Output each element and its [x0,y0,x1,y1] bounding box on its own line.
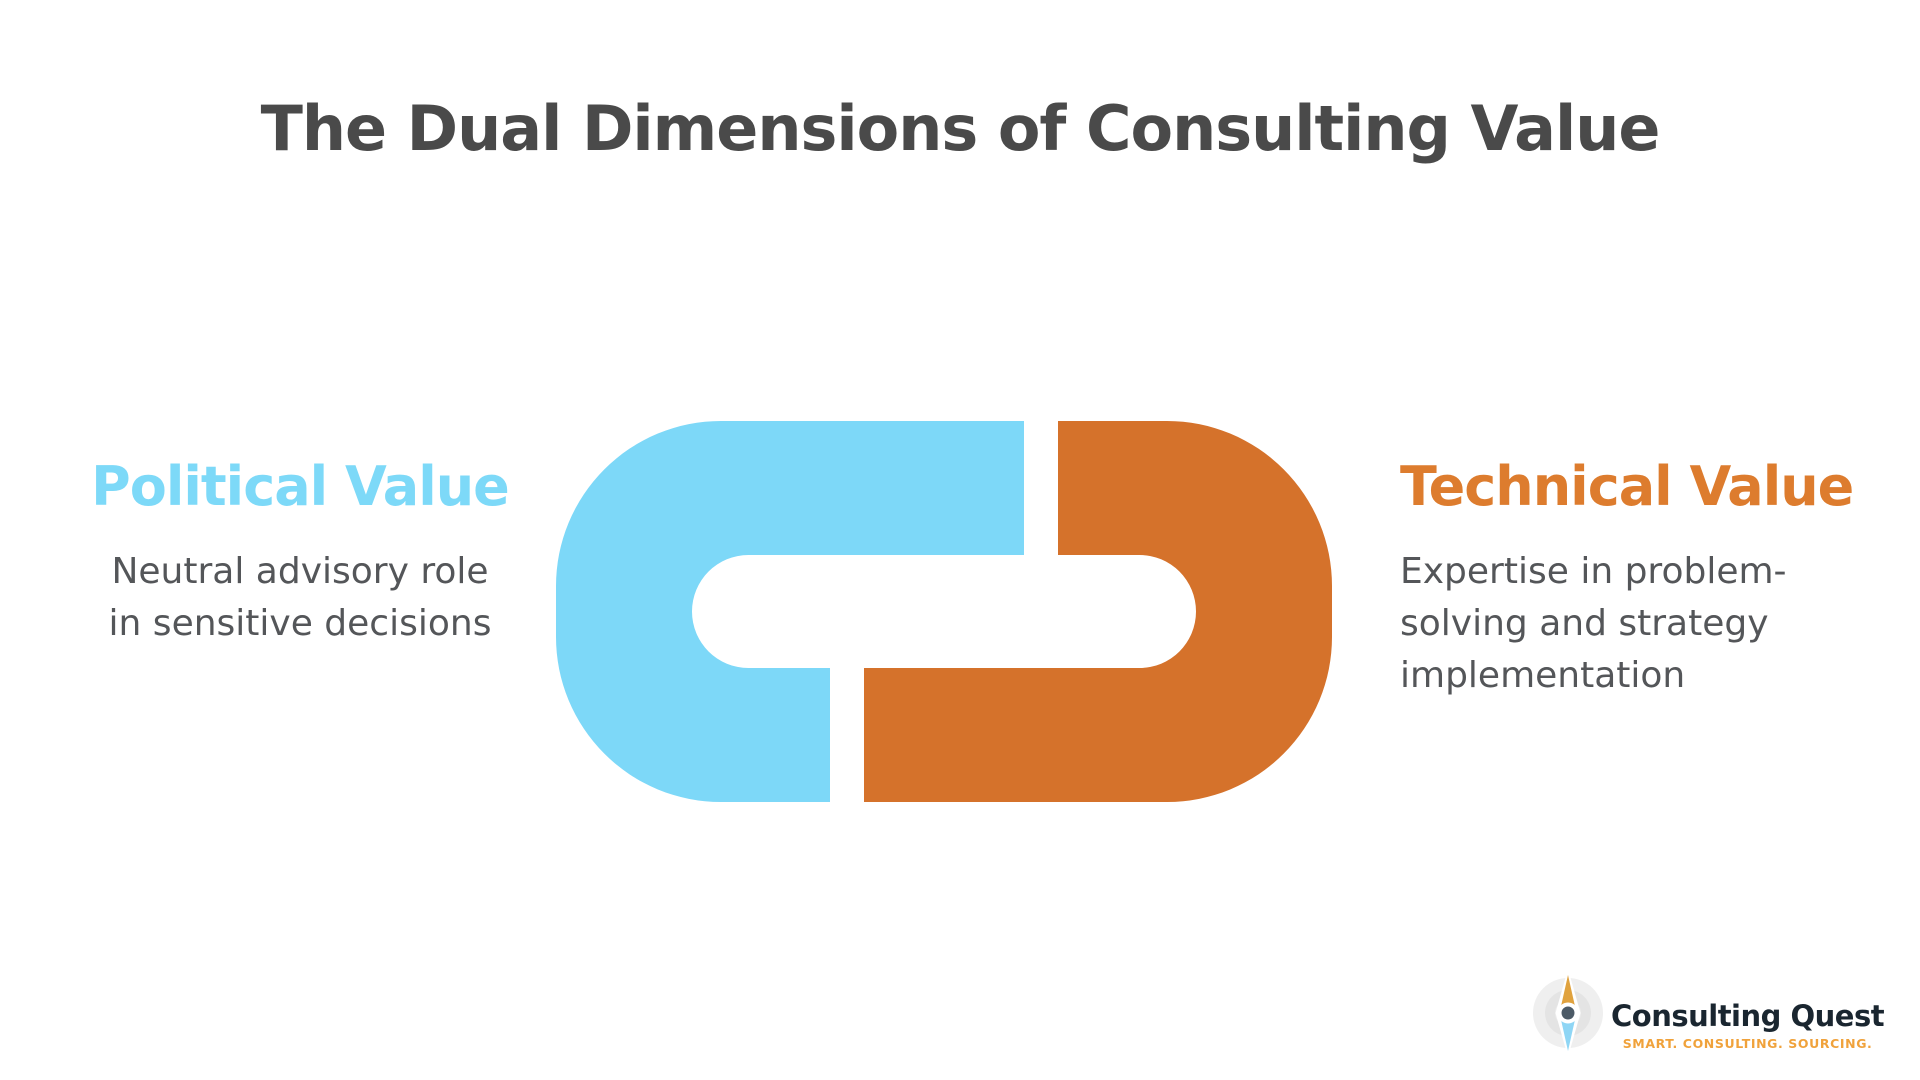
brand-name: Consulting Quest [1611,999,1885,1033]
technical-description: Expertise in problem- solving and strate… [1400,546,1900,702]
political-description-line: Neutral advisory role [111,551,489,593]
technical-heading: Technical Value [1400,455,1854,518]
technical-link-shape [864,421,1332,802]
political-value-block: Political Value Neutral advisory role in… [40,455,560,650]
chain-links-graphic [556,421,1332,802]
technical-value-block: Technical Value Expertise in problem- so… [1400,455,1900,702]
political-link-shape [556,421,1024,802]
political-heading: Political Value [91,455,510,518]
logo-text: Consulting Quest SMART. CONSULTING. SOUR… [1611,975,1885,1051]
technical-description-line: solving and strategy [1400,603,1769,645]
page-title: The Dual Dimensions of Consulting Value [260,92,1661,165]
technical-description-line: Expertise in problem- [1400,551,1787,593]
consulting-quest-logo: Consulting Quest SMART. CONSULTING. SOUR… [1523,963,1885,1063]
brand-tagline: SMART. CONSULTING. SOURCING. [1622,1036,1873,1051]
technical-description-line: implementation [1400,655,1686,697]
political-description: Neutral advisory role in sensitive decis… [40,546,560,650]
political-description-line: in sensitive decisions [108,603,492,645]
compass-needle-icon [1533,969,1603,1057]
